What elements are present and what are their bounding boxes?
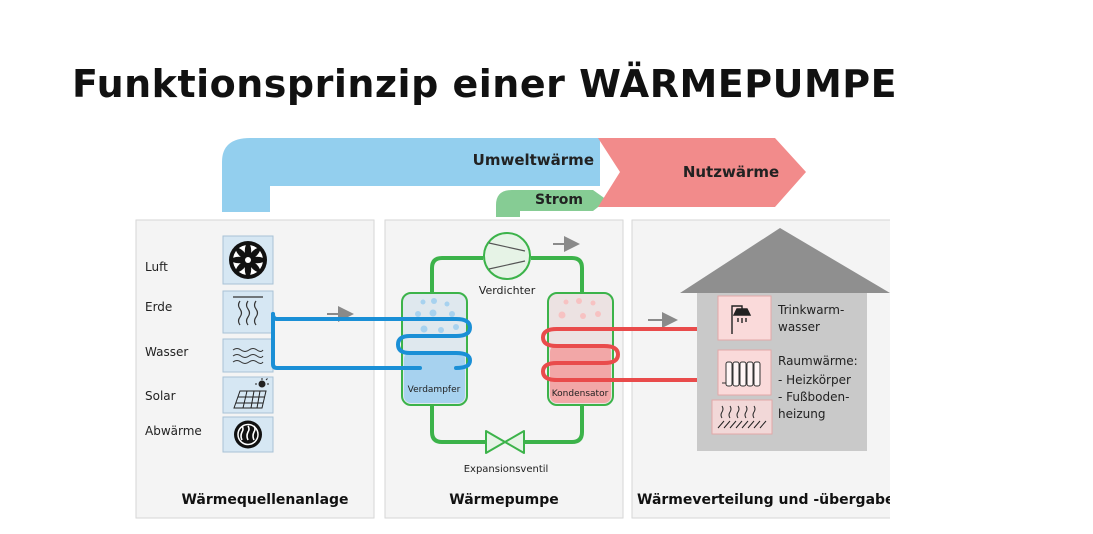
space-heat-label-4: heizung [778,407,825,421]
source-label-luft: Luft [145,260,168,274]
flow-arrows: Umweltwärme Nutzwärme Strom [222,138,806,217]
useful-heat-label: Nutzwärme [683,163,779,181]
space-heat-label-1: Raumwärme: [778,354,858,368]
hot-water-label-2: wasser [778,320,820,334]
waste-heat-icon [234,420,262,449]
house: Trinkwarm- wasser Raumwärme: - Heizkörpe… [680,228,890,451]
environment-heat-band [222,138,600,212]
ground-icon [233,296,263,326]
hot-water-box [717,295,772,341]
ground-icon-box [222,290,274,334]
source-list: Luft Erde Wasser Solar Abwärme [145,235,349,508]
distribution-panel-caption: Wärmeverteilung und -übergabe [637,492,895,508]
space-heat-label-2: - Heizkörper [778,373,851,387]
condenser-vessel [547,292,614,406]
condenser-label: Kondensator [552,389,609,399]
radiator-icon [722,361,761,387]
space-heat-label-3: - Fußboden- [778,390,849,404]
electricity-label: Strom [535,192,583,208]
water-icon-box [222,338,274,373]
pump-panel-caption: Wärmepumpe [449,492,558,508]
page-title: Funktionsprinzip einer WÄRMEPUMPE [72,62,898,106]
water-icon [232,348,264,364]
source-label-erde: Erde [145,300,172,314]
compressor-label: Verdichter [479,284,536,297]
floor-heating-icon [717,405,767,429]
house-roof [680,228,890,293]
source-label-abwaerme: Abwärme [145,424,202,438]
useful-heat-arrow [598,138,806,207]
solar-panel-icon [233,378,269,409]
source-brine-coil [271,312,473,370]
source-label-solar: Solar [145,389,176,403]
electricity-band [496,190,607,217]
refrigerant-loop [430,256,584,444]
expansion-valve-icon [485,430,525,454]
expansion-valve-label: Expansionsventil [464,464,549,475]
hot-water-label-1: Trinkwarm- [777,303,844,317]
environment-heat-label: Umweltwärme [473,151,594,169]
fan-icon [229,241,267,279]
floor-heating-box [711,399,773,435]
compressor-icon [483,232,531,280]
source-panel-caption: Wärmequellenanlage [181,492,348,508]
evaporator-label: Verdampfer [408,385,461,395]
shower-icon [731,305,752,334]
source-label-wasser: Wasser [145,345,188,359]
heating-coil [540,327,720,382]
